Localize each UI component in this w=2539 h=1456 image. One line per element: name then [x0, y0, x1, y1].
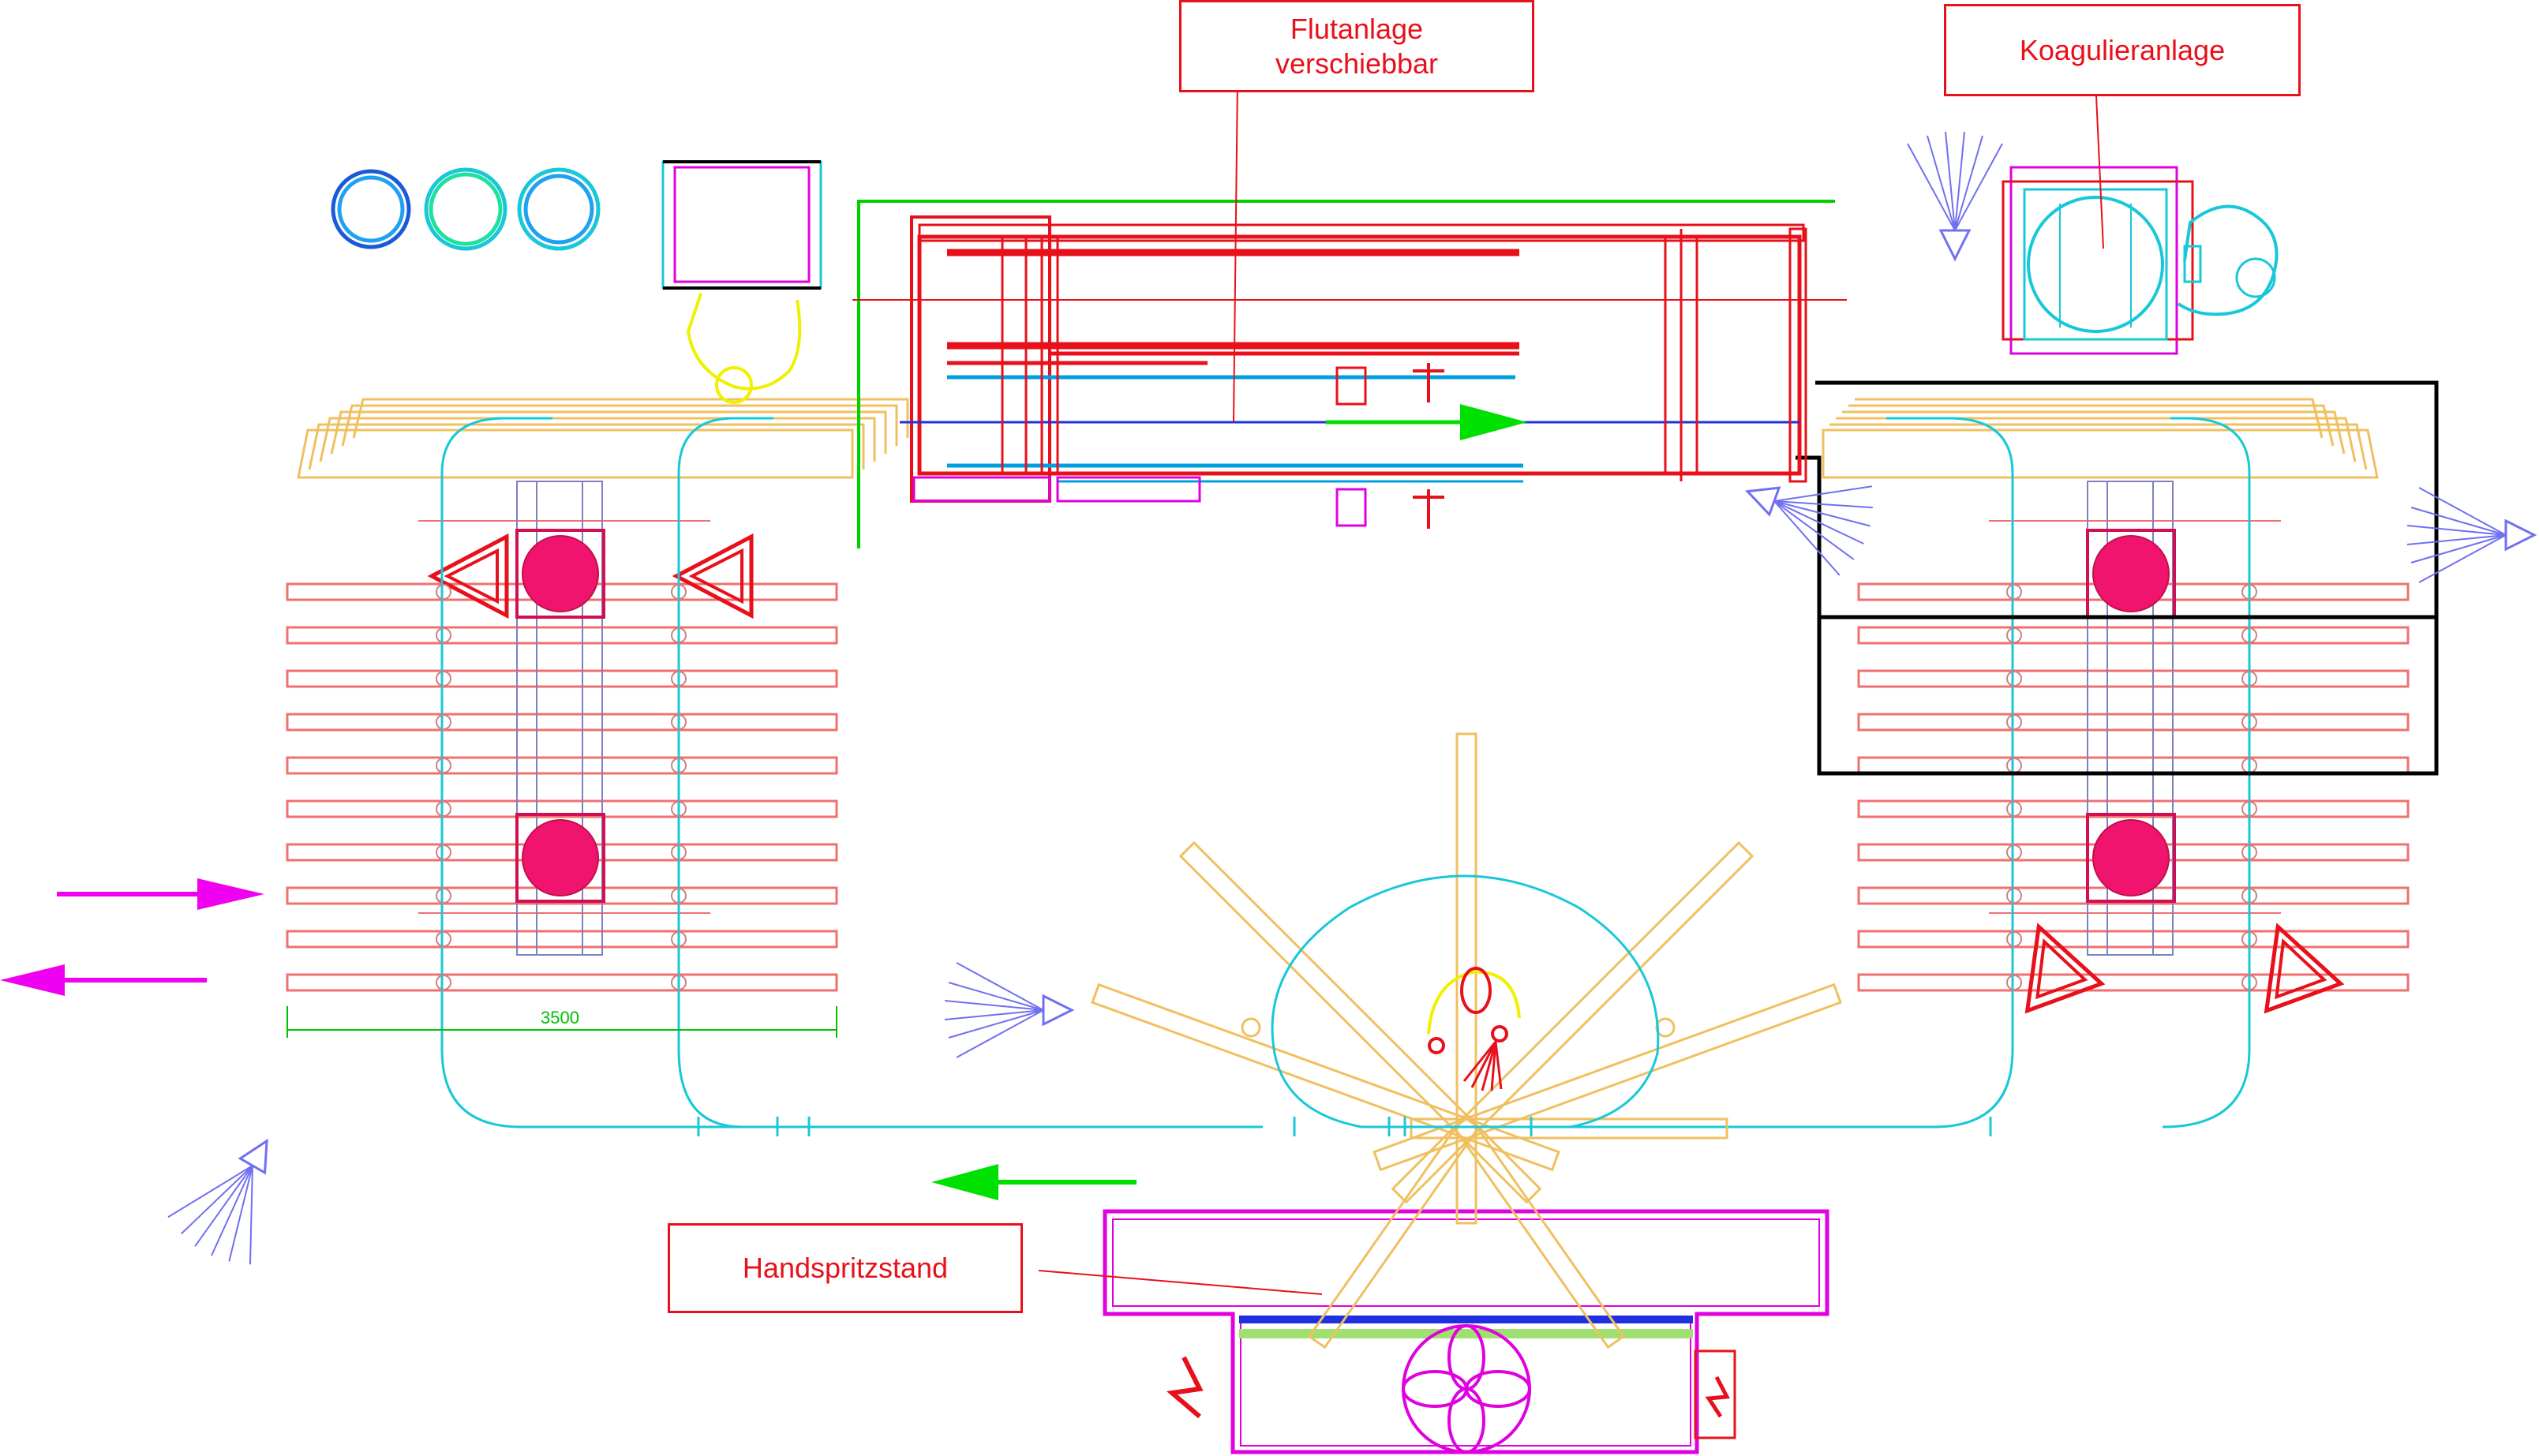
electrical-hazard-icon [1705, 1376, 1730, 1418]
spray-nozzle-icon [943, 961, 1073, 1059]
handspritzstand-label: Handspritzstand [668, 1223, 1023, 1313]
coagulation-unit [2002, 78, 2279, 355]
dimension-line [286, 1006, 837, 1038]
koagulieranlage-label: Koagulieranlage [1944, 4, 2301, 96]
warning-triangle-icon [2002, 913, 2101, 1010]
flood-unit [852, 78, 1847, 548]
koagulieranlage-label-text: Koagulieranlage [2019, 33, 2226, 66]
dimension-value: 3500 [541, 1008, 579, 1027]
direction-arrow-icon [57, 878, 264, 910]
left-track-loop [440, 417, 1263, 1128]
flutanlage-label: Flutanlage verschiebbar [1179, 0, 1534, 92]
operator-icon [1427, 967, 1521, 1091]
right-black-frame [1796, 380, 2439, 776]
rack-rings [331, 167, 601, 251]
right-track-rollers [2006, 584, 2257, 990]
warning-triangle-icon [2241, 913, 2340, 1010]
flutanlage-label-line2: verschiebbar [1275, 47, 1439, 80]
operator-icon [686, 293, 802, 404]
warning-triangle-icon [676, 537, 751, 616]
right-track-loop [1484, 417, 2251, 1128]
storage-rack [661, 160, 822, 290]
spray-nozzle-icon [2406, 486, 2536, 584]
right-roller-conveyor [1857, 481, 2410, 992]
fan-icon [1402, 1324, 1531, 1454]
spray-booth [1038, 1209, 1829, 1454]
direction-arrow-icon [931, 1164, 1137, 1200]
left-turntable-upper [515, 529, 605, 619]
track-markers [697, 1117, 1992, 1136]
left-curved-guide-rails [297, 398, 909, 479]
spray-nozzle-icon [1906, 130, 2004, 260]
central-handling-star [1091, 732, 1842, 1349]
left-track-rollers [436, 584, 687, 990]
flutanlage-label-line1: Flutanlage [1290, 12, 1424, 45]
spray-nozzle-icon [161, 1116, 309, 1276]
handspritzstand-label-text: Handspritzstand [742, 1252, 949, 1284]
direction-arrow-icon [0, 964, 207, 996]
spray-nozzle-icon [1730, 445, 1885, 581]
right-curved-guide-rails [1822, 398, 2379, 479]
electrical-hazard-icon [1167, 1356, 1204, 1419]
central-track-loop [1271, 874, 1660, 1128]
right-turntable-upper [2086, 529, 2176, 619]
